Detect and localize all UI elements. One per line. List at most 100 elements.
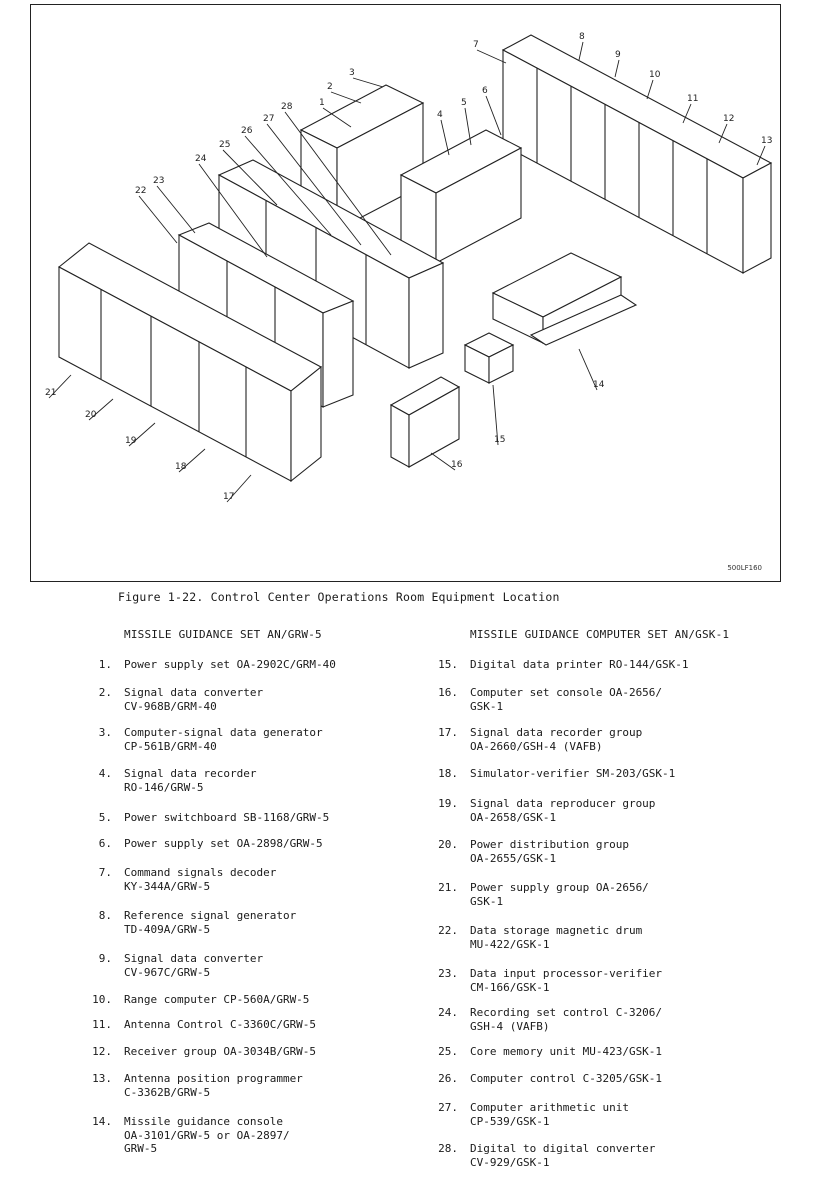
legend-item-number: 20. [438,838,458,851]
right-column-heading: MISSILE GUIDANCE COMPUTER SET AN/GSK-1 [470,628,730,641]
callout-number: 22 [135,186,146,196]
figure-caption: Figure 1-22. Control Center Operations R… [118,590,560,604]
callout-number: 28 [281,102,293,112]
callout-leader-line [226,474,252,503]
callout-leader-line [646,79,654,100]
legend-item-number: 11. [92,1018,112,1031]
legend-item-text: Power supply set OA-2902C/GRM-40 [124,658,336,671]
callout-leader-line [244,135,332,236]
callout-number: 5 [461,98,467,108]
callout-leader-line [330,91,362,104]
callout-number: 25 [219,140,230,150]
legend-item-number: 2. [98,686,112,699]
legend-item-text: Digital to digital converter CV-929/GSK-… [470,1142,656,1169]
callout-number: 26 [241,126,253,136]
legend-item-number: 26. [438,1072,458,1085]
legend-item-text: Computer control C-3205/GSK-1 [470,1072,663,1085]
legend-item-number: 12. [92,1045,112,1058]
legend-item-number: 6. [98,837,112,850]
callout-leader-line [88,398,114,421]
callout-number: 8 [579,32,585,42]
callout-leader-line [156,185,196,234]
legend-item-text: Core memory unit MU-423/GSK-1 [470,1045,663,1058]
callout-number: 24 [195,154,207,164]
legend-item-text: Signal data reproducer group OA-2658/GSK… [470,797,656,824]
legend-item-text: Simulator-verifier SM-203/GSK-1 [470,767,676,780]
legend-item-text: Command signals decoder KY-344A/GRW-5 [124,866,277,893]
legend-item-text: Power distribution group OA-2655/GSK-1 [470,838,629,865]
callout-leader-line [440,119,450,156]
callout-number: 1 [319,98,325,108]
legend-item-number: 1. [98,658,112,671]
callout-leader-line [222,149,278,206]
legend-item-text: Data input processor-verifier CM-166/GSK… [470,967,663,994]
callout-leader-line [614,59,620,78]
callout-leader-line [128,422,156,447]
legend-item-number: 24. [438,1006,458,1019]
figure-code: 500LF160 [727,564,762,572]
legend-item-text: Signal data converter CV-967C/GRW-5 [124,952,264,979]
legend-item-number: 9. [98,952,112,965]
legend-item-number: 21. [438,881,458,894]
callout-leader-line [430,452,456,471]
callout-leader-line [48,374,72,399]
callout-leader-line [178,448,206,473]
legend-item-text: Recording set control C-3206/ GSH-4 (VAF… [470,1006,663,1033]
legend-item-number: 17. [438,726,458,739]
legend-item-number: 19. [438,797,458,810]
legend-item-text: Reference signal generator TD-409A/GRW-5 [124,909,297,936]
callout-number: 15 [494,435,505,445]
callout-number: 13 [761,136,772,146]
callout-number: 4 [437,110,443,120]
callout-number: 21 [45,388,56,398]
legend-item-number: 7. [98,866,112,879]
legend-item-text: Computer arithmetic unit CP-539/GSK-1 [470,1101,629,1128]
legend-item-text: Digital data printer RO-144/GSK-1 [470,658,689,671]
callout-leader-line [464,107,472,146]
legend-item-number: 14. [92,1115,112,1128]
callout-number: 6 [482,86,488,96]
callout-leader-line [198,163,268,258]
isometric-equipment-drawing: 1234567891011121314151617181920212223242… [45,32,772,503]
callout-leader-line [578,348,598,391]
legend-item-text: Range computer CP-560A/GRW-5 [124,993,310,1006]
callout-leader-line [352,77,384,88]
legend-item-number: 25. [438,1045,458,1058]
legend-item-text: Signal data recorder group OA-2660/GSH-4… [470,726,643,753]
legend-item-number: 16. [438,686,458,699]
legend-item-text: Power supply set OA-2898/GRW-5 [124,837,323,850]
legend-item-text: Power supply group OA-2656/ GSK-1 [470,881,649,908]
callout-leader-line [322,107,352,128]
legend-item-text: Receiver group OA-3034B/GRW-5 [124,1045,317,1058]
legend-item-text: Computer set console OA-2656/ GSK-1 [470,686,663,713]
legend-item-number: 28. [438,1142,458,1155]
legend-item-text: Computer-signal data generator CP-561B/G… [124,726,323,753]
legend-item-number: 13. [92,1072,112,1085]
legend-item-text: Power switchboard SB-1168/GRW-5 [124,811,330,824]
callout-leader-line [138,195,178,244]
legend-item-text: Antenna position programmer C-3362B/GRW-… [124,1072,303,1099]
callout-number: 10 [649,70,661,80]
callout-leader-line [284,111,392,256]
legend-item-number: 8. [98,909,112,922]
callout-number: 16 [451,460,463,470]
legend-item-number: 4. [98,767,112,780]
callout-leader-line [682,103,692,124]
callout-number: 14 [593,380,605,390]
callout-leader-line [578,41,584,61]
callout-number: 7 [473,40,479,50]
legend-item-text: Signal data converter CV-968B/GRM-40 [124,686,264,713]
callout-number: 12 [723,114,734,124]
callout-number: 27 [263,114,274,124]
legend-item-number: 18. [438,767,458,780]
legend-item-number: 23. [438,967,458,980]
left-column-heading: MISSILE GUIDANCE SET AN/GRW-5 [124,628,322,641]
callout-leader-line [485,95,502,136]
callout-leader-line [756,145,766,166]
legend-item-text: Signal data recorder RO-146/GRW-5 [124,767,257,794]
legend-item-number: 3. [98,726,112,739]
callout-number: 17 [223,492,234,502]
legend-item-number: 10. [92,993,112,1006]
legend-item-text: Data storage magnetic drum MU-422/GSK-1 [470,924,643,951]
